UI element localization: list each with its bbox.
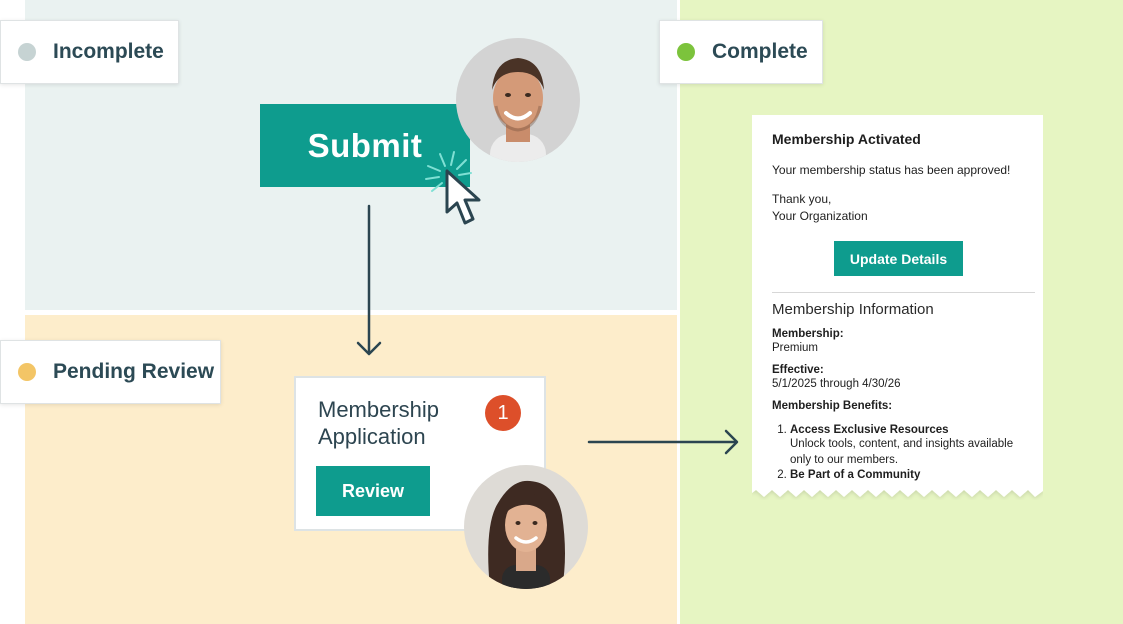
update-details-button[interactable]: Update Details <box>834 241 963 276</box>
effective-label: Effective: <box>772 364 824 376</box>
complete-status-label: Complete <box>659 20 823 84</box>
membership-activated-email: Membership Activated Your membership sta… <box>752 115 1043 500</box>
divider <box>772 292 1035 293</box>
benefit-title: Be Part of a Community <box>790 469 921 481</box>
status-dot-icon <box>18 43 36 61</box>
torn-paper-card <box>752 115 1043 497</box>
list-item: Be Part of a Community <box>790 469 1028 481</box>
email-signoff: Thank you, Your Organization <box>772 191 1028 225</box>
membership-value: Premium <box>772 342 819 354</box>
benefits-list: Access Exclusive Resources Unlock tools,… <box>772 424 1028 481</box>
membership-label: Membership: <box>772 328 844 340</box>
list-item: Access Exclusive Resources Unlock tools,… <box>790 424 1028 468</box>
applicant-avatar <box>456 38 580 162</box>
notification-count-badge: 1 <box>485 395 521 431</box>
incomplete-status-label: Incomplete <box>0 20 179 84</box>
incomplete-label-text: Incomplete <box>53 40 164 63</box>
reviewer-avatar <box>464 465 588 589</box>
complete-label-text: Complete <box>712 40 808 63</box>
status-dot-icon <box>677 43 695 61</box>
benefit-title: Access Exclusive Resources <box>790 424 949 436</box>
pending-label-text: Pending Review <box>53 360 215 383</box>
application-title: Membership Application <box>318 397 440 449</box>
click-burst-icon <box>425 151 472 192</box>
pending-review-status-label: Pending Review <box>0 340 221 404</box>
review-button[interactable]: Review <box>316 466 430 516</box>
status-dot-icon <box>18 363 36 381</box>
email-message: Your membership status has been approved… <box>772 163 1011 177</box>
membership-info-heading: Membership Information <box>772 301 934 318</box>
effective-value: 5/1/2025 through 4/30/26 <box>772 378 901 390</box>
submit-button[interactable]: Submit <box>260 104 470 187</box>
pointer-cursor-icon <box>445 169 481 225</box>
email-title: Membership Activated <box>772 131 921 147</box>
signoff-organization: Your Organization <box>772 209 868 223</box>
benefit-description: Unlock tools, content, and insights avai… <box>790 438 1014 466</box>
signoff-line: Thank you, <box>772 192 832 206</box>
benefits-label: Membership Benefits: <box>772 400 893 412</box>
